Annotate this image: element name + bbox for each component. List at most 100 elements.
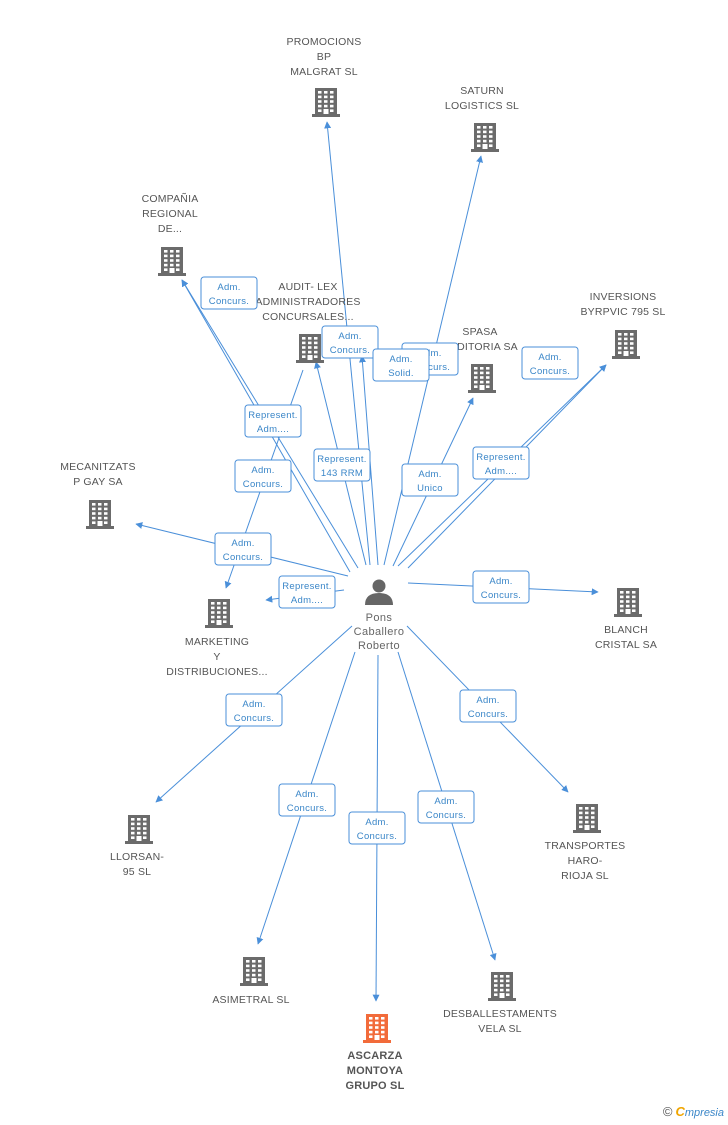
center-person-name: Caballero — [354, 626, 405, 638]
edge-label-mecanitzats[interactable]: Adm. Concurs. — [214, 532, 272, 566]
edge-label-text: Concurs. — [243, 479, 283, 490]
edge-label-llorsan[interactable]: Adm.Concurs. — [225, 693, 283, 727]
nodes-layer: PonsCaballeroRobertoPROMOCIONSBPMALGRAT … — [60, 36, 665, 1092]
edge-label-text: Represent. — [282, 581, 331, 592]
edge-label-box — [401, 463, 459, 497]
edge-label-text: Concurs. — [410, 362, 450, 373]
edge-label-blanch[interactable]: Adm.Concurs. — [472, 570, 530, 604]
company-label: AUDIT- LEX — [278, 281, 337, 293]
edge-label-audit[interactable]: Represent.143 RRM — [313, 448, 371, 482]
footer-brand[interactable]: ©Cmpresia — [663, 1104, 724, 1119]
company-label: 95 SL — [123, 866, 151, 878]
center-person-name: Roberto — [358, 640, 400, 652]
company-node-compania[interactable]: COMPAÑIAREGIONALDE... — [142, 192, 199, 276]
edge-label-compania[interactable]: Represent. Adm.... — [244, 404, 302, 438]
edge-label-text: Adm.... — [485, 466, 517, 477]
edge-label-promocions[interactable]: Adm.Concurs. — [321, 325, 379, 359]
building-icon — [312, 88, 340, 117]
edge-label-box — [417, 790, 475, 824]
brand-name: mpresia — [684, 1107, 724, 1119]
building-icon — [471, 123, 499, 152]
company-label: TRANSPORTES — [545, 840, 626, 852]
edge-label-spasa[interactable]: Adm.Unico — [401, 463, 459, 497]
person-icon — [365, 579, 393, 605]
company-label: BP — [317, 51, 331, 63]
edge-label-text: Adm. — [418, 348, 441, 359]
brand-initial: C — [675, 1104, 685, 1119]
edge-label-ascarza[interactable]: Adm.Concurs. — [348, 811, 406, 845]
edge-label-box — [472, 570, 530, 604]
company-label: SPASA — [462, 326, 497, 338]
edge-label-box — [521, 346, 579, 380]
edge-label-transportes[interactable]: Adm. Concurs. — [459, 689, 517, 723]
company-label: DISTRIBUCIONES... — [166, 666, 267, 678]
edge-label-box — [372, 348, 430, 382]
edge-label-marketing[interactable]: Represent. Adm.... — [278, 575, 336, 609]
edge-label-text: Adm. — [476, 695, 499, 706]
edge-label-box — [200, 276, 258, 310]
edge-label-compania[interactable]: Adm. Concurs. — [200, 276, 258, 310]
company-label: HARO- — [568, 855, 603, 867]
edge-label-text: Adm. — [365, 817, 388, 828]
company-label: ASCARZA — [347, 1050, 402, 1062]
edge-label-box — [234, 459, 292, 493]
edge-label-box — [225, 693, 283, 727]
edge-label-text: Represent. — [476, 452, 525, 463]
company-node-marketing[interactable]: MARKETING Y DISTRIBUCIONES... — [166, 599, 268, 678]
company-label: MARKETING — [185, 636, 249, 648]
company-node-llorsan[interactable]: LLORSAN-95 SL — [110, 815, 164, 878]
edge-label-text: Concurs. — [468, 709, 508, 720]
company-node-transportes[interactable]: TRANSPORTES HARO- RIOJA SL — [545, 804, 626, 882]
edge-label-text: Adm.... — [291, 595, 323, 606]
company-label: INVERSIONS — [590, 291, 657, 303]
company-node-audit[interactable]: AUDIT- LEXADMINISTRADORESCONCURSALES... — [255, 281, 360, 363]
edge-label-box — [278, 575, 336, 609]
edge-label-text: Concurs. — [223, 552, 263, 563]
center-person-name: Pons — [366, 612, 393, 624]
edge-label-text: Adm. — [489, 576, 512, 587]
edge-label-box — [244, 404, 302, 438]
company-node-asimetral[interactable]: ASIMETRAL SL — [212, 957, 289, 1006]
edge-label-text: Adm. — [231, 538, 254, 549]
company-label: Y — [213, 651, 220, 663]
edge-label-box — [348, 811, 406, 845]
edge-label-asimetral[interactable]: Adm.Concurs. — [278, 783, 336, 817]
edge-label-text: Concurs. — [209, 296, 249, 307]
edge-label-marketing[interactable]: Adm.Concurs. — [234, 459, 292, 493]
edge-label-box — [321, 325, 379, 359]
edge-label-inversions[interactable]: Adm.Concurs. — [521, 346, 579, 380]
company-label: PROMOCIONS — [287, 36, 362, 48]
edge-labels-layer: Adm. Concurs. Adm. Concurs. Adm. Concurs. Repr… — [200, 276, 579, 845]
company-label: CRISTAL SA — [595, 639, 657, 651]
edge-label-inversions[interactable]: Represent. Adm.... — [472, 446, 530, 480]
edge-label-text: Concurs. — [330, 345, 370, 356]
edge-label-box — [459, 689, 517, 723]
edge-label-text: Adm. — [538, 352, 561, 363]
company-node-desballestaments[interactable]: DESBALLESTAMENTS VELA SL — [443, 972, 557, 1035]
edge-label-text: Adm.... — [257, 424, 289, 435]
company-label: RIOJA SL — [561, 870, 609, 882]
edge-label-desballestaments[interactable]: Adm.Concurs. — [417, 790, 475, 824]
edge-label-box — [472, 446, 530, 480]
company-label: DESBALLESTAMENTS — [443, 1008, 557, 1020]
edge-label-text: Adm. — [217, 282, 240, 293]
edge-label-text: Adm. — [434, 796, 457, 807]
company-label: REGIONAL — [142, 208, 198, 220]
building-icon — [296, 334, 324, 363]
company-label: VELA SL — [478, 1023, 521, 1035]
building-icon — [614, 588, 642, 617]
edge-label-text: Concurs. — [234, 713, 274, 724]
company-label: COMPAÑIA — [142, 192, 199, 205]
edge-label-text: Concurs. — [287, 803, 327, 814]
edge-label-text: Unico — [417, 483, 443, 494]
edge-label-audit[interactable]: Adm.Solid. — [372, 348, 430, 382]
edge-label-text: Represent. — [248, 410, 297, 421]
